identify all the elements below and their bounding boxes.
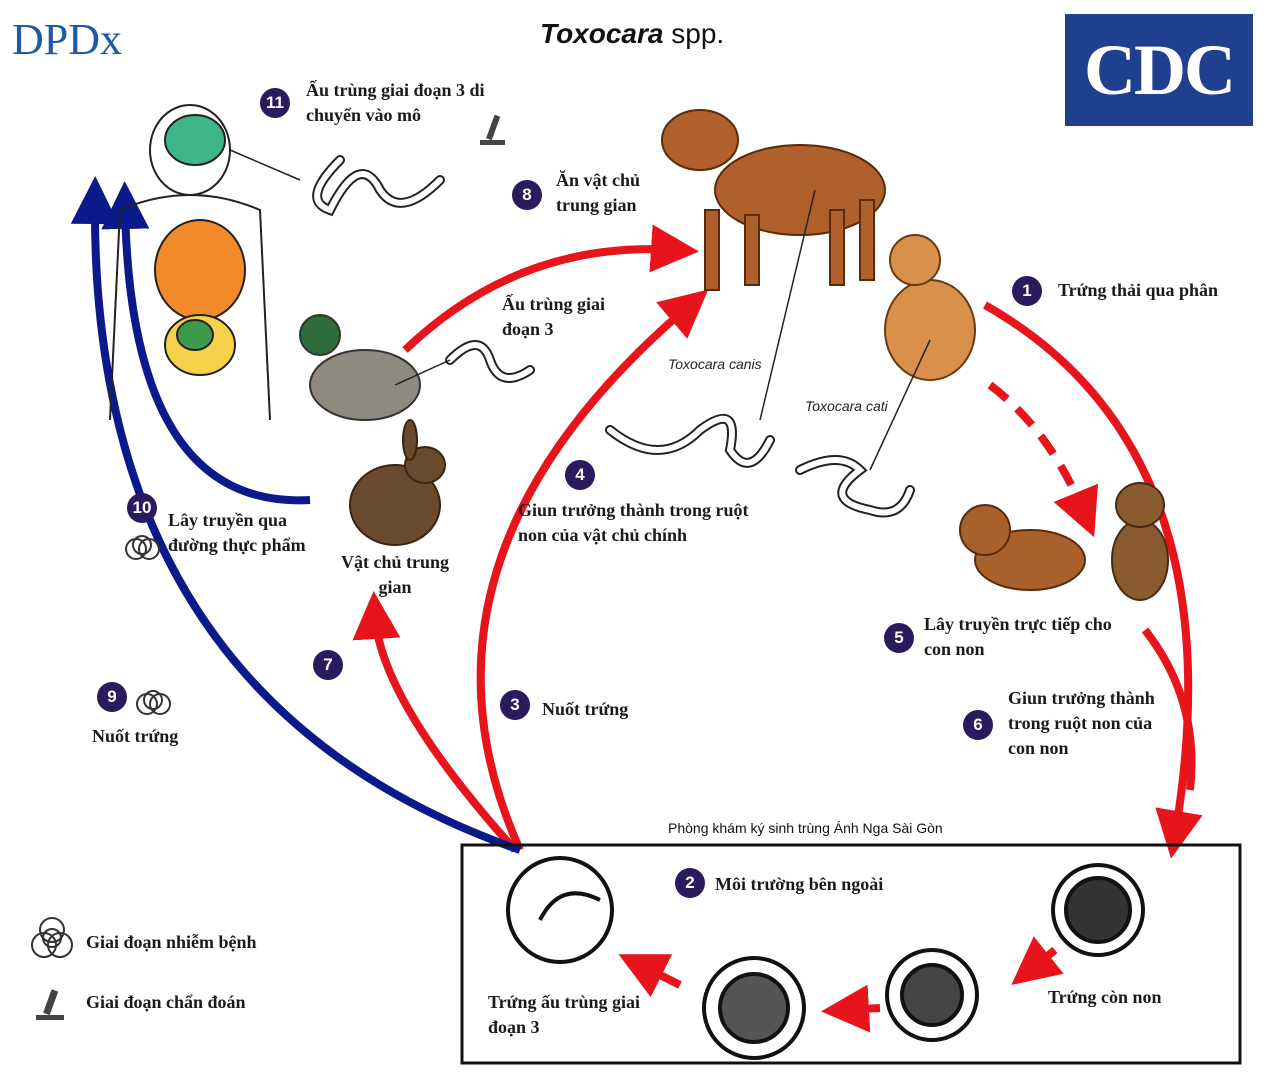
eggs — [506, 856, 1145, 1060]
step-badge-5: 5 — [884, 623, 914, 653]
clinic-label: Phòng khám ký sinh trùng Ánh Nga Sài Gòn — [668, 820, 943, 836]
step-label-8: Ăn vật chủ trung gian — [556, 170, 641, 215]
step-badge-6: 6 — [963, 710, 993, 740]
toxocara-cati-label: Toxocara cati — [805, 398, 888, 414]
step-label-5: Lây truyền trực tiếp cho con non — [924, 614, 1112, 659]
puppy — [959, 504, 1086, 591]
blue-arrows — [70, 176, 522, 854]
step-label-1: Trứng thải qua phân — [1058, 280, 1219, 300]
microscope-icon — [36, 114, 505, 1020]
cat — [884, 234, 976, 381]
human-figure — [109, 104, 271, 421]
kitten — [1111, 482, 1169, 601]
step-label-6: Giun trưởng thành trong ruột non của con… — [1008, 688, 1155, 758]
toxocara-canis-label: Toxocara canis — [668, 356, 762, 372]
duck — [299, 314, 421, 421]
step-badge-4: 4 — [565, 460, 595, 490]
cdc-logo: CDC — [1065, 14, 1253, 126]
step-badge-11: 11 — [260, 88, 290, 118]
step-label-3: Nuốt trứng — [542, 699, 629, 719]
step-badge-1: 1 — [1012, 276, 1042, 306]
legend-infective-stage: Giai đoạn nhiễm bệnh — [86, 932, 257, 952]
environment-box — [460, 843, 1242, 1065]
title-spp: spp. — [663, 18, 725, 49]
step-badge-3: 3 — [500, 690, 530, 720]
larva-label: Ấu trùng giai đoạn 3 — [502, 294, 606, 339]
worm-inner — [314, 157, 913, 516]
step-badge-2: 2 — [675, 868, 705, 898]
step-label-2: Môi trường bên ngoài — [715, 874, 884, 894]
step-label-11: Ấu trùng giai đoạn 3 di chuyển vào mô — [306, 80, 485, 125]
step-badge-9: 9 — [97, 682, 127, 712]
step-badge-10: 10 — [127, 493, 157, 523]
dog — [661, 109, 886, 291]
biohazard-icon — [31, 535, 171, 958]
title-genus: Toxocara — [540, 18, 664, 49]
embryonated-egg-label: Trứng ấu trùng giai đoạn 3 — [488, 992, 640, 1037]
dpdx-logo: DPDx — [12, 15, 123, 64]
intermediate-host-label: Vật chủ trung gian — [340, 552, 449, 597]
step-badge-7: 7 — [313, 650, 343, 680]
step-badge-8: 8 — [512, 180, 542, 210]
step-label-10: Lây truyền qua đường thực phẩm — [168, 510, 306, 555]
diagram-title: Toxocara spp. — [540, 18, 724, 50]
step-label-4: Giun trưởng thành trong ruột non của vật… — [518, 500, 749, 545]
step-label-9: Nuốt trứng — [92, 726, 179, 746]
unembryonated-egg-label: Trứng còn non — [1048, 987, 1162, 1007]
rabbit — [349, 419, 446, 546]
pointer-lines — [229, 149, 931, 471]
legend-diagnostic-stage: Giai đoạn chẩn đoán — [86, 992, 246, 1012]
